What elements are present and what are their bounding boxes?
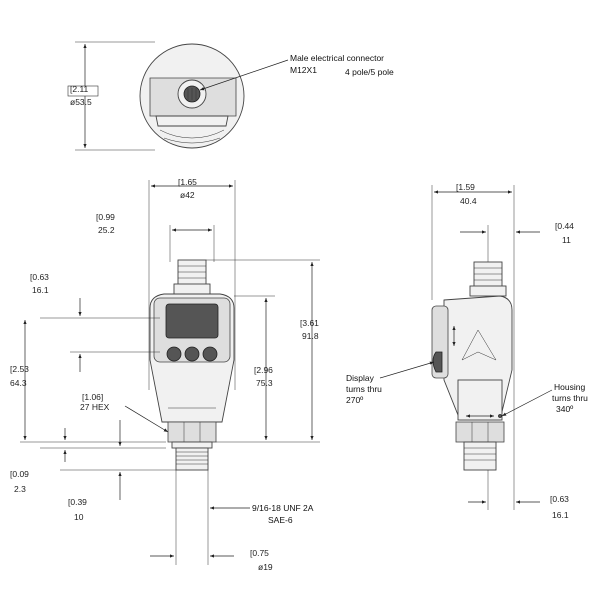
side-view (379, 185, 553, 510)
dim-disp-h-in: [0.63 (30, 272, 49, 282)
connector-spec: M12X1 (290, 65, 317, 75)
dim-connector-mm: 25.2 (98, 225, 115, 235)
dim-bottom-in: [0.75 (250, 548, 269, 558)
dim-hex-label: 27 HEX (80, 402, 110, 412)
top-view (67, 41, 289, 151)
dim-mid-in: [2.96 (254, 365, 273, 375)
dim-gap-mm: 2.3 (14, 484, 26, 494)
dim-side-w-mm: 40.4 (460, 196, 477, 206)
front-view (20, 180, 320, 565)
dim-lower-in: [2.53 (10, 364, 29, 374)
dim-side-w-in: [1.59 (456, 182, 475, 192)
dim-top-dia-mm: ø53.5 (70, 97, 92, 107)
dim-bottom-mm: ø19 (258, 562, 273, 572)
dim-side-top-in: [0.44 (555, 221, 574, 231)
housing-line2: turns thru (552, 393, 588, 403)
dim-gap-in: [0.09 (10, 469, 29, 479)
dim-thread-len-mm: 10 (74, 512, 84, 522)
dim-hex-in: [1.06] (82, 392, 103, 402)
display-line1: Display (346, 373, 375, 383)
connector-poles: 4 pole/5 pole (345, 67, 394, 77)
display-line2: turns thru (346, 384, 382, 394)
thread-sae: SAE-6 (268, 515, 293, 525)
connector-title: Male electrical connector (290, 53, 384, 63)
dim-width-in: [1.65 (178, 177, 197, 187)
dim-height-mm: 91.8 (302, 331, 319, 341)
dim-top-dia-in: [2.11 (70, 84, 89, 94)
dim-height-in: [3.61 (300, 318, 319, 328)
dim-width-mm: ø42 (180, 190, 195, 200)
labels: Male electrical connector M12X1 4 pole/5… (10, 53, 588, 572)
housing-line3: 340º (556, 404, 573, 414)
dim-disp-h-mm: 16.1 (32, 285, 49, 295)
dim-side-bot-in: [0.63 (550, 494, 569, 504)
dim-lower-mm: 64.3 (10, 378, 27, 388)
dim-thread-len-in: [0.39 (68, 497, 87, 507)
dim-mid-mm: 75.3 (256, 378, 273, 388)
dim-side-bot-mm: 16.1 (552, 510, 569, 520)
thread-spec: 9/16-18 UNF 2A (252, 503, 314, 513)
dim-side-top-mm: 11 (562, 235, 571, 245)
housing-line1: Housing (554, 382, 585, 392)
dim-connector-in: [0.99 (96, 212, 115, 222)
display-line3: 270º (346, 395, 363, 405)
